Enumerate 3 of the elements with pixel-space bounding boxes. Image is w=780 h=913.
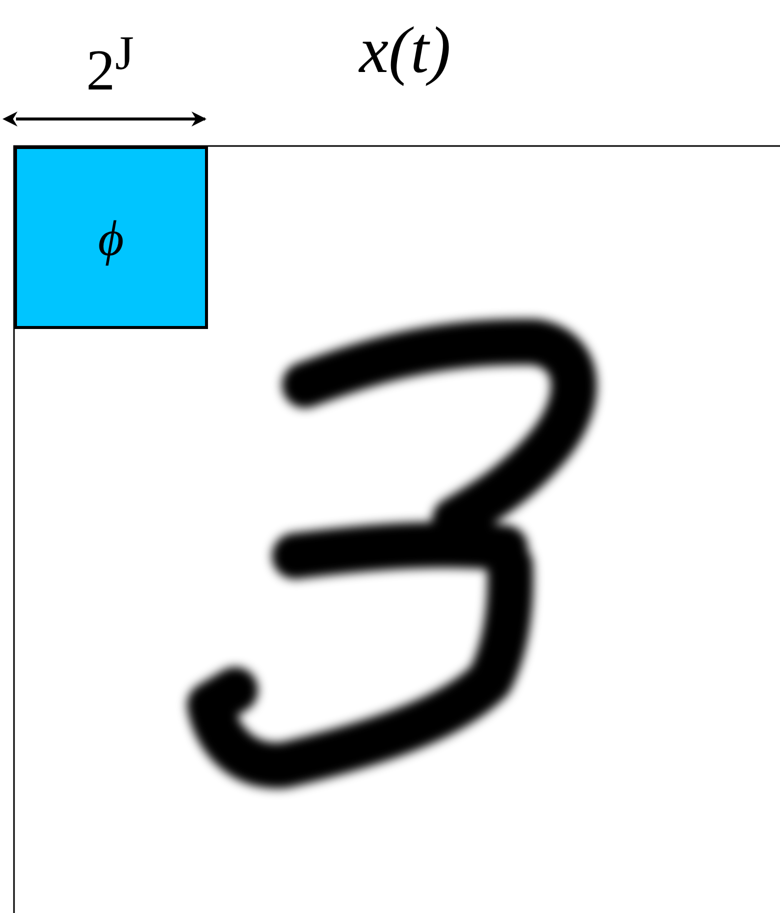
dimension-label: 2$^{J}$ bbox=[86, 30, 134, 100]
signal-title: x(t) bbox=[359, 18, 451, 84]
filter-box bbox=[14, 146, 208, 329]
